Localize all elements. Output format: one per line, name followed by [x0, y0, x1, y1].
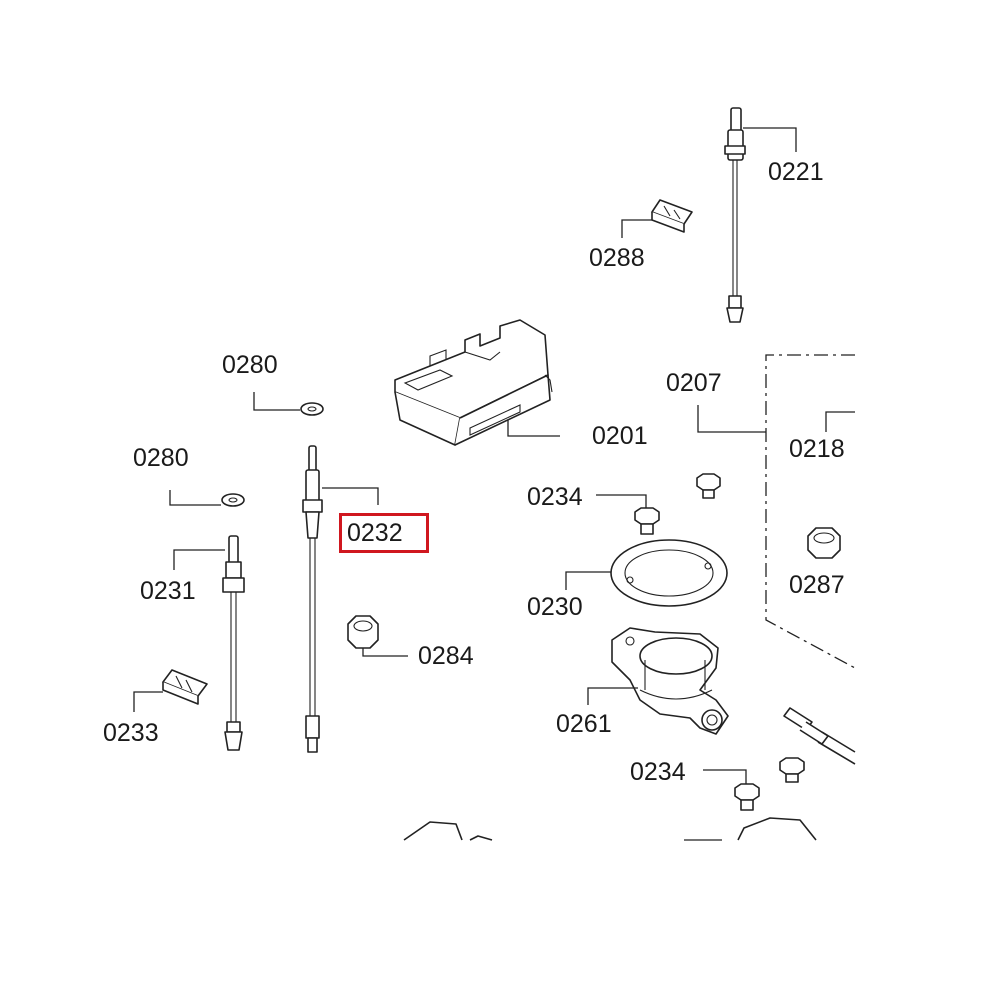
- label-0232: 0232: [347, 519, 403, 547]
- part-bottom-bracket: [403, 821, 493, 841]
- label-0231: 0231: [140, 577, 196, 605]
- part-0234-screw-lower: [734, 783, 760, 811]
- label-0230: 0230: [527, 593, 583, 621]
- leader-0218: [825, 411, 855, 432]
- leader-0221: [743, 127, 797, 152]
- label-0288: 0288: [589, 244, 645, 272]
- leader-0280-lower: [169, 490, 221, 506]
- label-0207: 0207: [666, 369, 722, 397]
- label-0287: 0287: [789, 571, 845, 599]
- leader-0207: [697, 405, 766, 433]
- part-screw-right: [779, 757, 805, 783]
- part-0287-nut: [807, 527, 841, 559]
- leader-0232: [322, 487, 379, 505]
- leader-0201: [507, 420, 560, 437]
- part-pipe-fitting: [783, 707, 856, 765]
- leader-0280-upper: [253, 392, 300, 411]
- leader-0231: [173, 549, 225, 570]
- part-0288-clip: [651, 199, 693, 233]
- highlight-box-0232[interactable]: [339, 513, 429, 553]
- part-bottom-gasket: [737, 817, 817, 841]
- part-0231-electrode: [222, 535, 245, 751]
- part-0280-washer-upper: [300, 402, 324, 416]
- leader-0288: [621, 219, 652, 238]
- part-0233-clip: [162, 669, 208, 705]
- leader-0284: [362, 648, 408, 657]
- part-0232-electrode: [302, 445, 323, 753]
- label-0201: 0201: [592, 422, 648, 450]
- part-0234-screw-small: [696, 473, 721, 499]
- label-0234-lower: 0234: [630, 758, 686, 786]
- part-0280-washer-lower: [221, 493, 245, 507]
- outline-0207: [765, 354, 856, 669]
- label-0221: 0221: [768, 158, 824, 186]
- part-0221-electrode: [724, 107, 746, 323]
- leader-0234-upper: [596, 494, 647, 508]
- leader-0230: [565, 571, 611, 590]
- label-0261: 0261: [556, 710, 612, 738]
- leader-0234-lower: [703, 769, 747, 784]
- label-0284: 0284: [418, 642, 474, 670]
- part-0234-screw-upper: [634, 507, 660, 535]
- label-0218: 0218: [789, 435, 845, 463]
- label-0234-upper: 0234: [527, 483, 583, 511]
- label-0280-lower: 0280: [133, 444, 189, 472]
- part-0201-ignition-unit: [394, 319, 553, 446]
- part-0284-nut: [347, 615, 379, 649]
- label-0280-upper: 0280: [222, 351, 278, 379]
- leader-0261: [587, 687, 638, 705]
- leader-0233: [133, 691, 163, 712]
- label-0233: 0233: [103, 719, 159, 747]
- part-0261-burner-housing: [611, 627, 729, 735]
- part-0230-gasket: [610, 539, 728, 607]
